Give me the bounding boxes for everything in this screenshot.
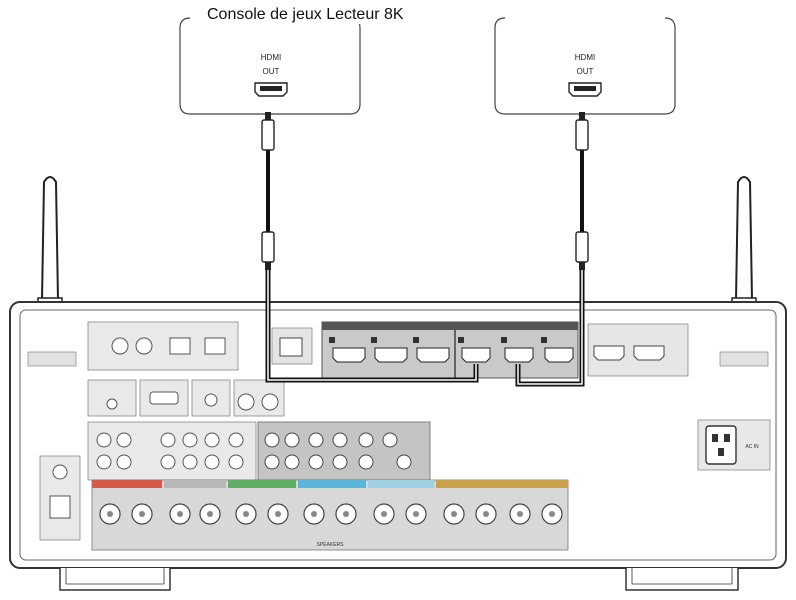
hdmi-input-block [321,321,579,379]
left-cable-top-plug-icon [261,119,275,151]
audio-input-jacks [87,421,257,481]
front-channel-stripe [92,480,162,488]
hdmi-cable-right [515,112,589,387]
hdmi-in-port-2-icon [374,347,408,363]
hdmi-in-port-3-icon [416,347,450,363]
ac-in-label: AC IN [745,444,759,450]
receiver-feet [59,568,739,591]
hdmi-cable-left [261,112,479,383]
speakers-label: SPEAKERS [317,542,345,548]
control-io-modules [87,379,285,417]
left-cable-bottom-plug-icon [261,231,275,263]
surround-channel-stripe [298,480,366,488]
right-cable-bottom-plug-icon [575,231,589,263]
ac-inlet-icon: AC IN [697,419,771,471]
left-device-out-label: OUT [263,67,280,76]
hdmi-in-port-4-icon [461,347,491,363]
hdmi-in-port-6-icon [544,347,574,363]
center-channel-stripe [228,480,296,488]
right-device-out-label: OUT [577,67,594,76]
av-receiver-rear-panel: SPEAKERS AC IN [9,301,787,569]
hdmi-output-block [587,323,689,377]
right-hdmi-out-port-icon [568,82,602,97]
device-caption: Console de jeux Lecteur 8K [205,6,406,24]
right-cable-top-plug-icon [575,119,589,151]
left-device-hdmi-label: HDMI [261,53,281,62]
hdmi-in-port-5-icon [504,347,534,363]
right-source-device: HDMI OUT [494,17,676,115]
network-module [87,321,239,371]
right-device-hdmi-label: HDMI [575,53,595,62]
left-hdmi-out-port-icon [254,82,288,97]
surround-back-channel-stripe [436,480,568,488]
speaker-terminals: SPEAKERS [91,479,569,551]
pre-out-jacks [257,421,431,481]
hdmi-in-port-1-icon [332,347,366,363]
trigger-module [39,455,81,541]
ethernet-port-icon [271,327,313,365]
left-source-device: HDMI OUT [179,17,361,115]
